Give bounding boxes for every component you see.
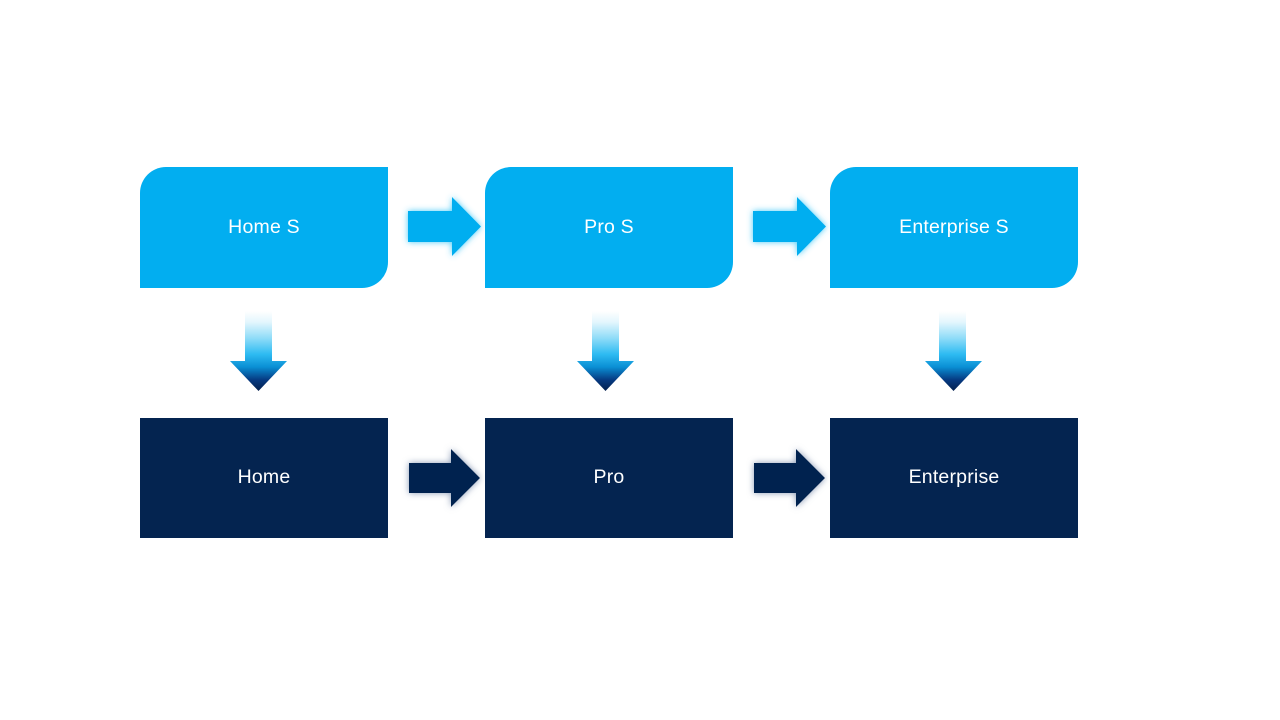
node-enterprise-s-label: Enterprise S [899,215,1009,238]
blue-arrow-2 [753,197,826,256]
node-home-label: Home [237,466,291,489]
down-arrow-3 [925,311,982,391]
down-arrow-2 [577,311,634,391]
node-pro-label: Pro [593,466,625,489]
node-pro[interactable]: Pro [485,418,733,538]
blue-arrow-1 [408,197,481,256]
node-pro-s-label: Pro S [584,215,634,238]
down-arrow-1 [230,311,287,391]
node-enterprise[interactable]: Enterprise [830,418,1078,538]
navy-arrow-1 [409,449,480,507]
node-enterprise-s[interactable]: Enterprise S [830,167,1078,288]
node-home-s[interactable]: Home S [140,167,388,288]
node-pro-s[interactable]: Pro S [485,167,733,288]
navy-arrow-2 [754,449,825,507]
node-home-s-label: Home S [228,215,300,238]
node-home[interactable]: Home [140,418,388,538]
node-enterprise-label: Enterprise [908,466,1000,489]
